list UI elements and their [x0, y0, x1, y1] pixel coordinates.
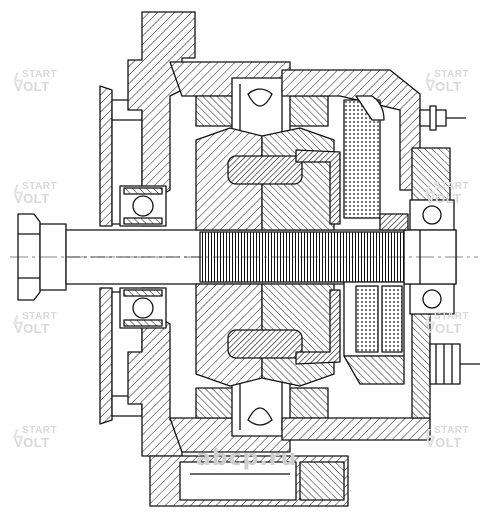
watermark-right-4: ϟ START VOLT: [425, 425, 470, 450]
terminal-bolt: [419, 105, 466, 131]
watermark-right-2: ϟ START VOLT: [425, 181, 470, 206]
field-coil: [227, 155, 303, 359]
front-bearing: [119, 185, 167, 329]
bolt-icon: ϟ: [425, 313, 437, 335]
stator-core: [195, 77, 329, 437]
watermark-right-1: ϟ START VOLT: [425, 69, 470, 94]
watermark-line2: VOLT: [14, 321, 50, 336]
brush-holder: [343, 281, 405, 385]
watermark-line2: VOLT: [426, 321, 462, 336]
watermark-line1: START: [22, 69, 58, 80]
watermark-left-2: ϟ START VOLT: [13, 181, 58, 206]
bolt-icon: ϟ: [13, 313, 25, 335]
watermark-line1: START: [434, 425, 470, 436]
rear-fan: [295, 149, 341, 365]
connector-plug: [429, 343, 480, 385]
rear-bearing: [403, 199, 457, 315]
site-watermark: abcp.ru: [196, 446, 298, 471]
watermark-line1: START: [22, 425, 58, 436]
watermark-left-4: ϟ START VOLT: [13, 425, 58, 450]
watermark-left-3: ϟ START VOLT: [13, 311, 58, 336]
bolt-icon: ϟ: [425, 183, 437, 205]
rectifier-plate: [343, 95, 409, 231]
watermark-line2: VOLT: [426, 435, 462, 450]
watermark-left-1: ϟ START VOLT: [13, 69, 58, 94]
bolt-icon: ϟ: [13, 71, 25, 93]
rear-housing: [281, 69, 451, 441]
watermark-line1: START: [434, 69, 470, 80]
bolt-icon: ϟ: [425, 71, 437, 93]
bolt-icon: ϟ: [13, 183, 25, 205]
watermark-line2: VOLT: [14, 191, 50, 206]
watermark-line2: VOLT: [426, 191, 462, 206]
watermark-right-3: ϟ START VOLT: [425, 311, 470, 336]
watermark-line1: START: [22, 181, 58, 192]
watermark-line2: VOLT: [14, 79, 50, 94]
watermark-line2: VOLT: [426, 79, 462, 94]
watermark-line1: START: [22, 311, 58, 322]
watermark-line1: START: [434, 181, 470, 192]
bolt-icon: ϟ: [13, 427, 25, 449]
bolt-icon: ϟ: [425, 427, 437, 449]
watermark-line2: VOLT: [14, 435, 50, 450]
mounting-bracket: [149, 455, 349, 507]
watermark-line1: START: [434, 311, 470, 322]
